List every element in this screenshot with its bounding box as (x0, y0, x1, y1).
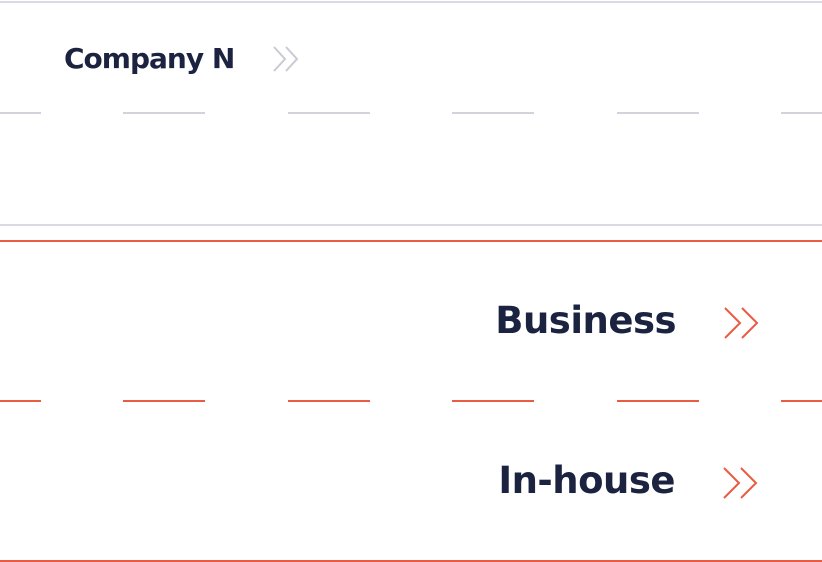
accent-divider-bottom (0, 560, 822, 562)
dashed-divider-accent (0, 400, 822, 402)
double-chevron-right-icon (273, 46, 299, 72)
double-chevron-right-icon (724, 307, 759, 339)
dashed-divider (0, 112, 822, 114)
top-divider (0, 1, 822, 3)
inhouse-row-label: In-house (498, 459, 675, 502)
section-divider (0, 224, 822, 226)
company-row-label: Company N (64, 42, 235, 75)
accent-divider-top (0, 240, 822, 242)
double-chevron-right-icon (723, 467, 758, 499)
business-row-label: Business (495, 299, 676, 342)
